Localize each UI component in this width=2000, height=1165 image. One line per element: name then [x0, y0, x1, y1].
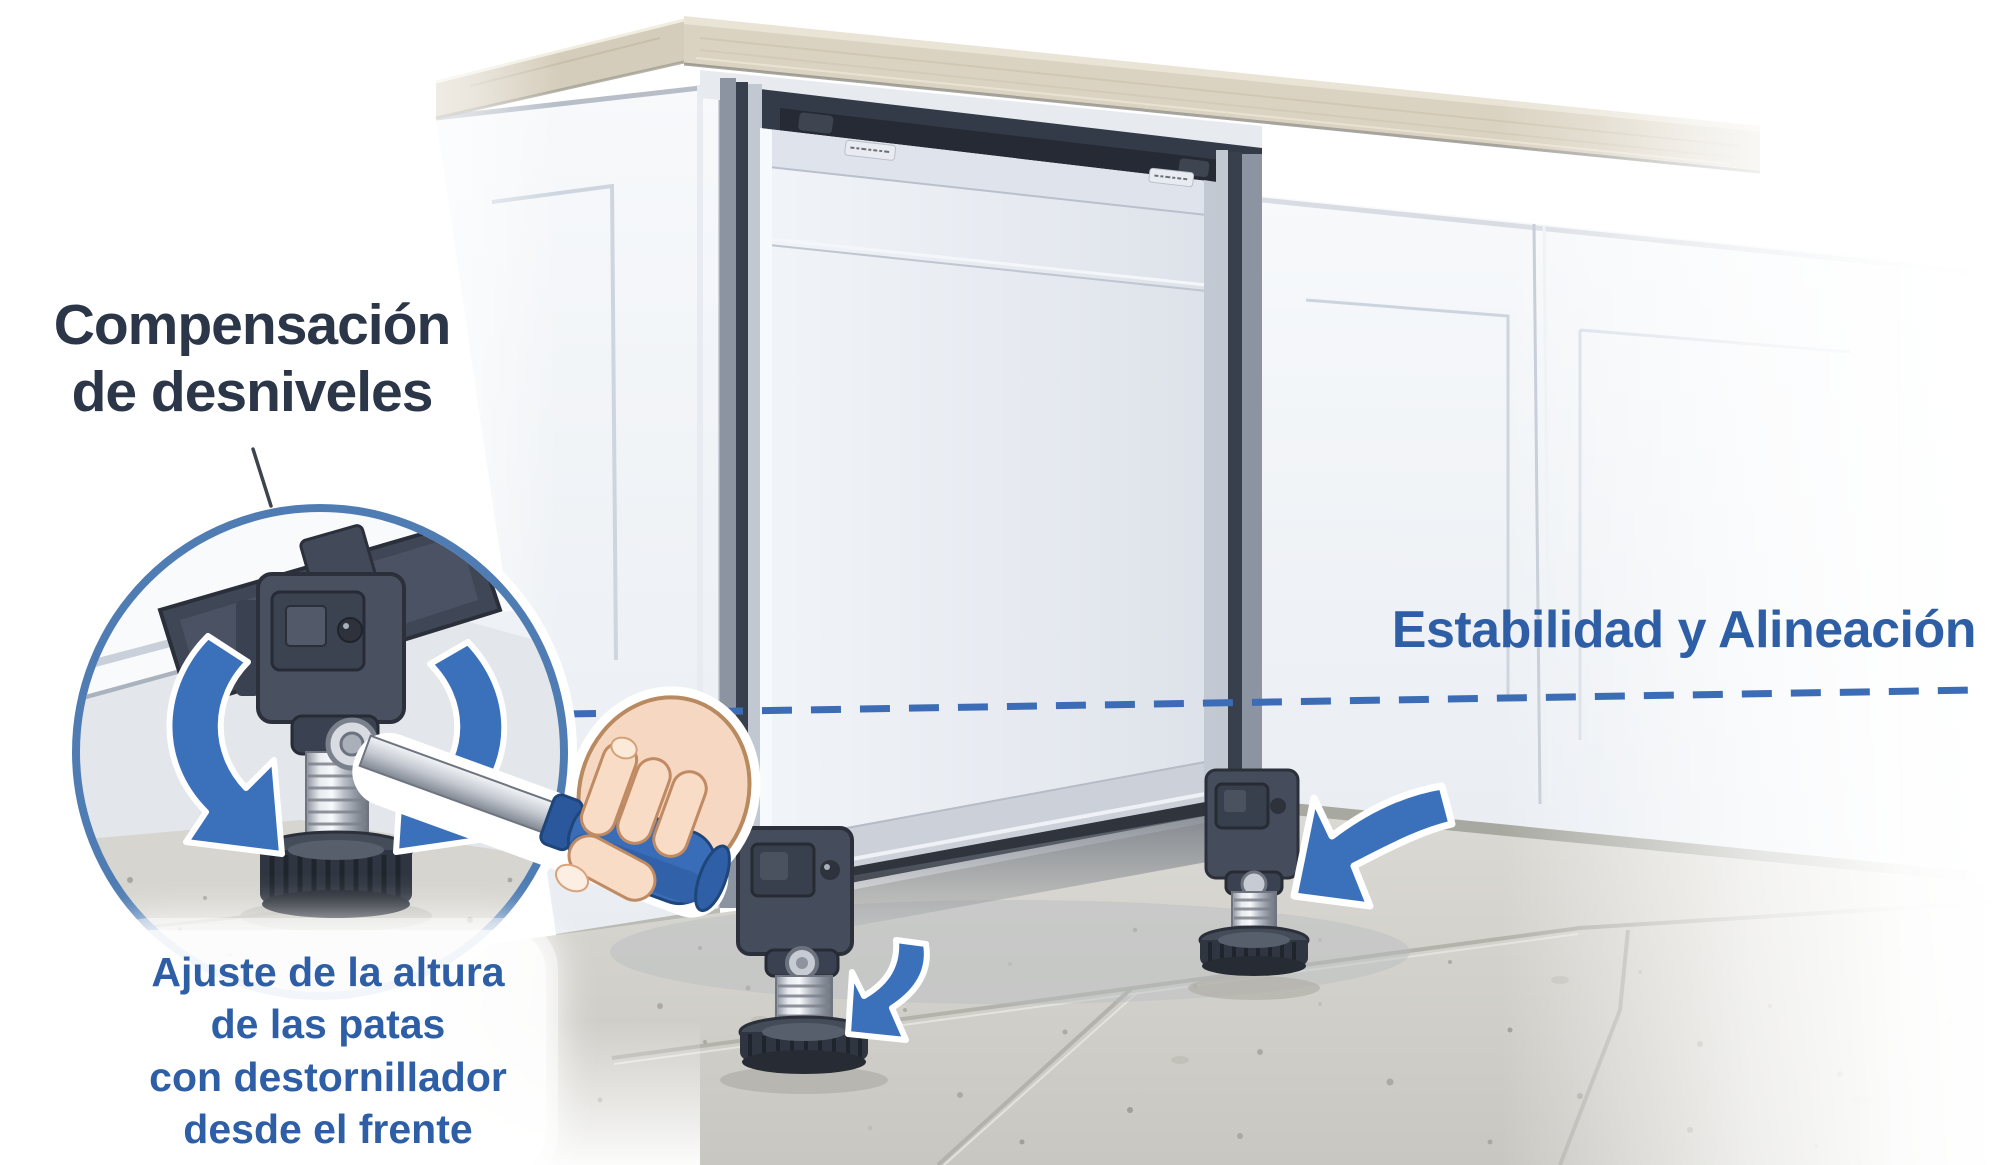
callout-line-2: de las patas [210, 1001, 446, 1048]
fingers [554, 736, 708, 902]
annotations [565, 686, 1979, 1043]
detail-pad-ridges [269, 853, 401, 912]
hand-with-screwdriver [352, 686, 761, 918]
leader-line [251, 447, 273, 508]
foot-pad-top-inner [1218, 932, 1290, 948]
bracket-window [760, 852, 788, 880]
niche-frame-left-slot [736, 82, 748, 906]
appliance-niche [720, 78, 1262, 908]
rotation-arrow-small [845, 937, 930, 1043]
niche-clip-left [798, 112, 834, 134]
foot-shadow [720, 1066, 888, 1094]
niche-frame-left-inner [748, 84, 762, 906]
handle-butt [694, 844, 731, 913]
niche-frame-right-slot [1228, 152, 1242, 808]
niche-top-bar [780, 108, 1238, 186]
spindle-threads [1234, 898, 1274, 936]
control-badge-right [1148, 167, 1195, 188]
leveling-foot-left [720, 826, 888, 1094]
detail-bracket-window [285, 605, 327, 647]
thumb-nail [554, 863, 590, 893]
door-seam [759, 243, 1217, 293]
countertop-top-sliver [684, 16, 1760, 134]
detail-pad-top-inner [288, 840, 384, 860]
finger-nail [610, 736, 638, 760]
label-estabilidad: Estabilidad y Alineación [1391, 601, 1977, 659]
foot-pad-bottom [1202, 956, 1306, 976]
bracket-screw-highlight [824, 864, 830, 870]
rotation-arrow-left [166, 633, 285, 857]
alignment-dashed-line [565, 686, 1979, 718]
bracket-screw [820, 860, 840, 880]
tile-seam-2 [936, 986, 1134, 1165]
callout-line-1: Ajuste de la altura [151, 949, 505, 995]
callout-line-3: con destornillador [149, 1053, 507, 1100]
top-strip-edge [759, 165, 1217, 217]
bracket-window [1224, 790, 1246, 812]
niche-frame-right-inner [1216, 150, 1228, 806]
direction-arrow-large [1290, 782, 1456, 910]
label-compensacion: Compensación de desniveles [26, 292, 478, 425]
detail-screw-highlight [343, 623, 349, 629]
detail-pad-bottom [262, 890, 410, 918]
niche-frame-left-outer [720, 78, 736, 908]
tile-seam-2-highlight [943, 991, 1139, 1165]
thumb [567, 834, 657, 902]
spindle-threads [778, 984, 830, 1028]
bracket-screw [1270, 798, 1286, 814]
callout-ajuste: Ajuste de la altura de las patas con des… [110, 930, 546, 1165]
finger-ring [652, 770, 708, 858]
foot-pad-bottom [742, 1050, 866, 1074]
door-right-shade [1204, 180, 1216, 802]
niche-frame-right-outer [1242, 154, 1262, 808]
control-badge-left [844, 139, 897, 161]
label-compensacion-line1: Compensación [53, 293, 452, 357]
dishwasher [759, 128, 1217, 900]
finger-middle [616, 757, 672, 845]
door-seam-highlight [759, 236, 1217, 288]
detail-bracket-screw [337, 617, 363, 643]
callout-line-4: desde el frente [183, 1106, 473, 1153]
foot-pad-top-inner [762, 1023, 846, 1041]
countertop-front-face [684, 24, 1760, 170]
door-left-highlight [760, 128, 772, 884]
leveling-foot-right [1188, 768, 1320, 1000]
dishwasher-door [760, 128, 1216, 884]
foot-shadow [1188, 976, 1320, 1000]
label-compensacion-line2: de desniveles [71, 359, 434, 424]
front-adjust-screw-center [796, 957, 808, 969]
